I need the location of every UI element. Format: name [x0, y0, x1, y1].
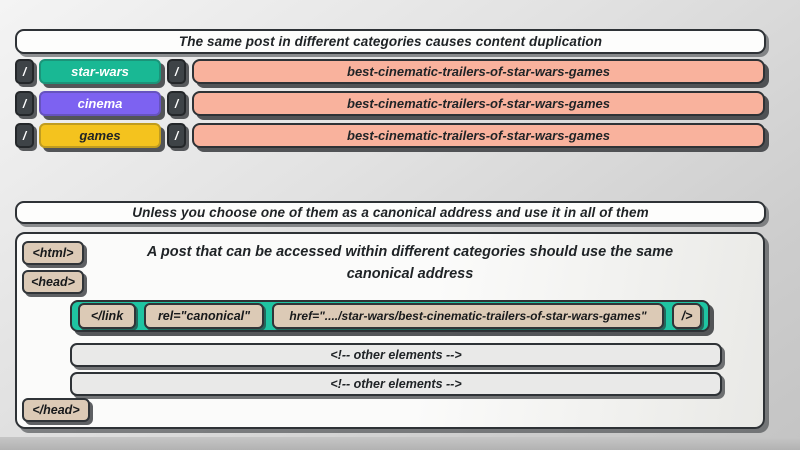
category-badge-cinema: cinema [39, 91, 161, 116]
canonical-title: Unless you choose one of them as a canon… [15, 201, 766, 224]
link-tag-close-chip: /> [672, 303, 702, 329]
slash-key: / [15, 123, 34, 148]
canonical-note-line2: canonical address [346, 266, 474, 282]
slash-key: / [15, 91, 34, 116]
duplication-title: The same post in different categories ca… [15, 29, 766, 54]
slash-key: / [167, 123, 186, 148]
post-slug-bar: best-cinematic-trailers-of-star-wars-gam… [192, 123, 765, 148]
link-tag-open-chip: </link [78, 303, 136, 329]
post-slug-bar: best-cinematic-trailers-of-star-wars-gam… [192, 59, 765, 84]
canonical-link-element-group: </link rel="canonical" href="..../star-w… [70, 300, 710, 332]
other-elements-bar: <!-- other elements --> [70, 372, 722, 396]
other-elements-bar: <!-- other elements --> [70, 343, 722, 367]
head-close-tag-chip: </head> [22, 398, 90, 422]
head-open-tag-chip: <head> [22, 270, 84, 294]
canonical-note-line1: A post that can be accessed within diffe… [146, 244, 674, 260]
category-badge-star-wars: star-wars [39, 59, 161, 84]
category-row-star-wars: / star-wars / best-cinematic-trailers-of… [0, 59, 800, 84]
slash-key: / [167, 59, 186, 84]
link-href-attribute-chip: href="..../star-wars/best-cinematic-trai… [272, 303, 664, 329]
link-rel-attribute-chip: rel="canonical" [144, 303, 264, 329]
background-floor-strip [0, 437, 800, 450]
category-badge-games: games [39, 123, 161, 148]
canonical-note: A post that can be accessed within diffe… [90, 241, 730, 285]
html-open-tag-chip: <html> [22, 241, 84, 265]
slash-key: / [167, 91, 186, 116]
slash-key: / [15, 59, 34, 84]
category-row-games: / games / best-cinematic-trailers-of-sta… [0, 123, 800, 148]
category-row-cinema: / cinema / best-cinematic-trailers-of-st… [0, 91, 800, 116]
post-slug-bar: best-cinematic-trailers-of-star-wars-gam… [192, 91, 765, 116]
